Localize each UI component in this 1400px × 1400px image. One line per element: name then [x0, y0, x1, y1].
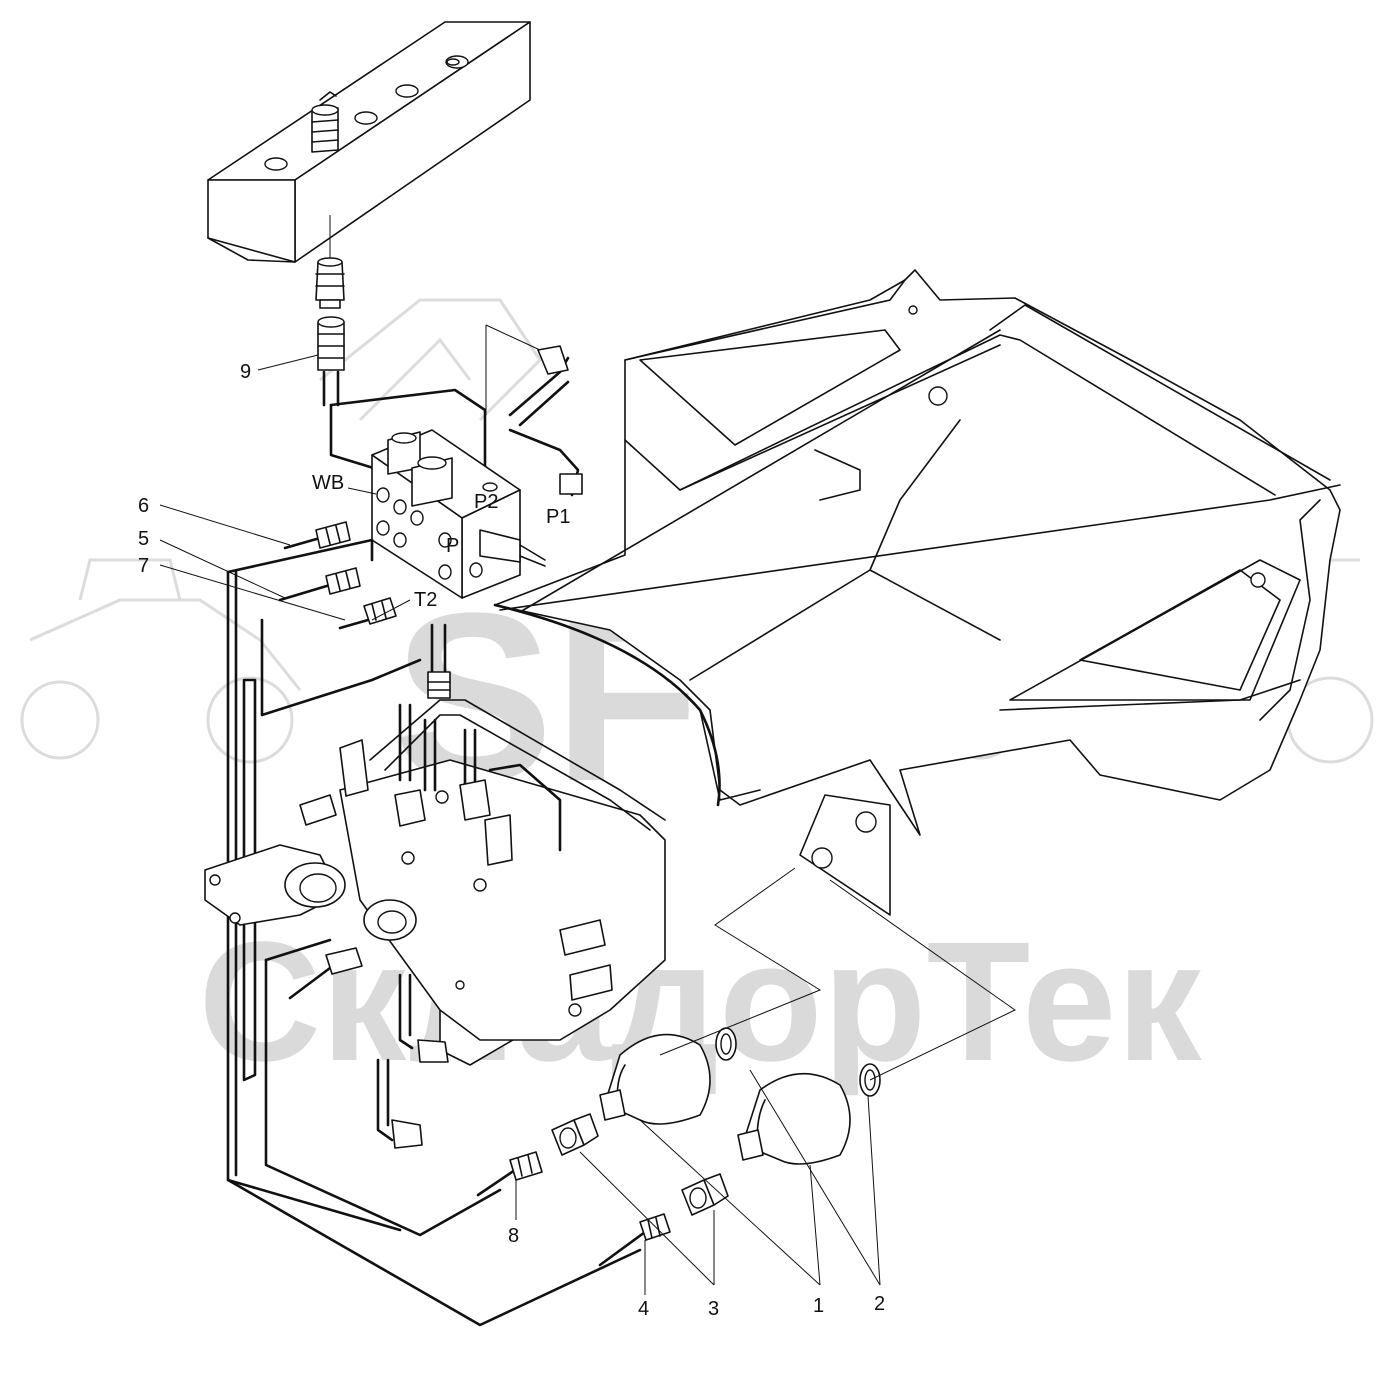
callout-3: 3: [708, 1298, 719, 1320]
port-label-wb: WB: [312, 472, 344, 494]
callout-1: 1: [813, 1295, 824, 1317]
hose-5: [278, 567, 361, 602]
callout-2: 2: [874, 1293, 885, 1315]
callout-4: 4: [638, 1298, 649, 1320]
callout-8: 8: [508, 1225, 519, 1247]
hose-9: [317, 316, 487, 482]
watermark-tractor-left: [20, 298, 542, 764]
pipe-p1-line: [485, 324, 583, 497]
tank-body: [493, 269, 1341, 836]
main-valve-assembly: [204, 699, 666, 1149]
hose-8: [476, 1151, 543, 1197]
port-label-t2: T2: [414, 589, 437, 611]
block-adapter-fitting: [315, 215, 345, 309]
valve-block: [371, 429, 546, 599]
distribution-block: [207, 21, 531, 263]
port-label-p2: P2: [474, 491, 498, 513]
hose-6: [283, 521, 351, 550]
port-label-p1: P1: [546, 506, 570, 528]
callout-6: 6: [138, 495, 149, 517]
accumulator-lower: [737, 1072, 851, 1165]
callout-5: 5: [138, 528, 149, 550]
hose-4: [598, 1213, 671, 1267]
accumulator-upper: [599, 1033, 711, 1125]
callout-numbers: 9 6 5 7 8 4 3 1 2: [138, 361, 885, 1320]
port-labels: WB P2 P1 P T2: [312, 472, 570, 611]
accumulator-bracket: [659, 794, 1016, 1081]
port-label-p: P: [446, 535, 459, 557]
hose-t2: [427, 623, 451, 699]
leader-lines: [159, 354, 881, 1295]
callout-9: 9: [240, 361, 251, 383]
callout-7: 7: [138, 555, 149, 577]
adapter-3-upper: [551, 1113, 599, 1156]
hose-7: [338, 597, 397, 630]
seal-ring-upper: [715, 1027, 737, 1061]
